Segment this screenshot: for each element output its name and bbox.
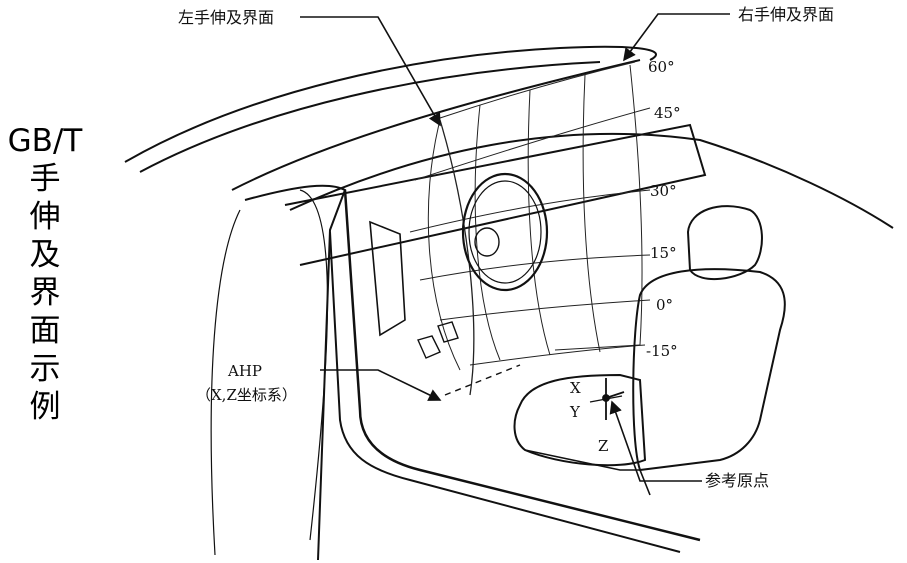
door-glass-edge <box>299 189 329 541</box>
side-title-char: 面 <box>29 313 61 349</box>
pedal <box>437 321 459 343</box>
side-title-line1: GB/T <box>7 123 83 159</box>
reach-envelope-grid <box>409 61 651 396</box>
pedal <box>417 335 441 359</box>
left-trim-panel <box>369 220 406 337</box>
right-reach-leader <box>623 13 730 62</box>
ahp-dashed-line <box>444 364 521 396</box>
left-reach-label: 左手伸及界面 <box>178 8 274 27</box>
axis-z-label: Z <box>598 437 608 455</box>
steering-wheel <box>461 172 549 292</box>
angle-label: 15° <box>650 244 677 262</box>
angle-label: -15° <box>646 342 678 360</box>
left-reach-leader <box>300 16 441 127</box>
windshield-top-line <box>231 59 641 191</box>
angle-label: 45° <box>654 104 681 122</box>
door-glass <box>210 209 241 556</box>
reference-axes <box>589 378 625 420</box>
side-title-char: 伸 <box>29 199 61 235</box>
angle-label: 0° <box>656 296 673 314</box>
a-pillar <box>244 184 347 561</box>
ahp-note: （X,Z坐标系） <box>196 386 297 404</box>
angle-label: 60° <box>648 58 675 76</box>
dashboard-top <box>284 123 707 266</box>
side-title-char: 手 <box>29 161 61 197</box>
roof-line <box>124 45 657 163</box>
side-title: GB/T 手 伸 及 界 面 示 例 <box>0 122 90 426</box>
side-title-char: 界 <box>29 275 61 311</box>
seat-cushion <box>513 373 647 467</box>
door-frame-inner <box>329 231 681 553</box>
ahp-label: AHP <box>227 362 262 380</box>
roof-inner-line <box>139 61 601 173</box>
axis-y-label: Y <box>569 403 581 421</box>
body-side-line <box>289 132 894 229</box>
reference-point-leader <box>609 400 702 482</box>
seat-back <box>632 268 786 472</box>
side-title-char: 示 <box>29 351 61 387</box>
headrest <box>686 205 763 281</box>
angle-label: 30° <box>650 182 677 200</box>
door-frame <box>343 189 701 542</box>
side-title-char: 例 <box>29 389 61 425</box>
seat-base <box>524 449 651 496</box>
ahp-leader <box>320 369 442 401</box>
axis-x-label: X <box>570 379 581 397</box>
seat <box>513 205 786 496</box>
right-reach-label: 右手伸及界面 <box>738 5 834 24</box>
side-title-char: 及 <box>29 237 61 273</box>
reference-point-label: 参考原点 <box>705 471 769 490</box>
